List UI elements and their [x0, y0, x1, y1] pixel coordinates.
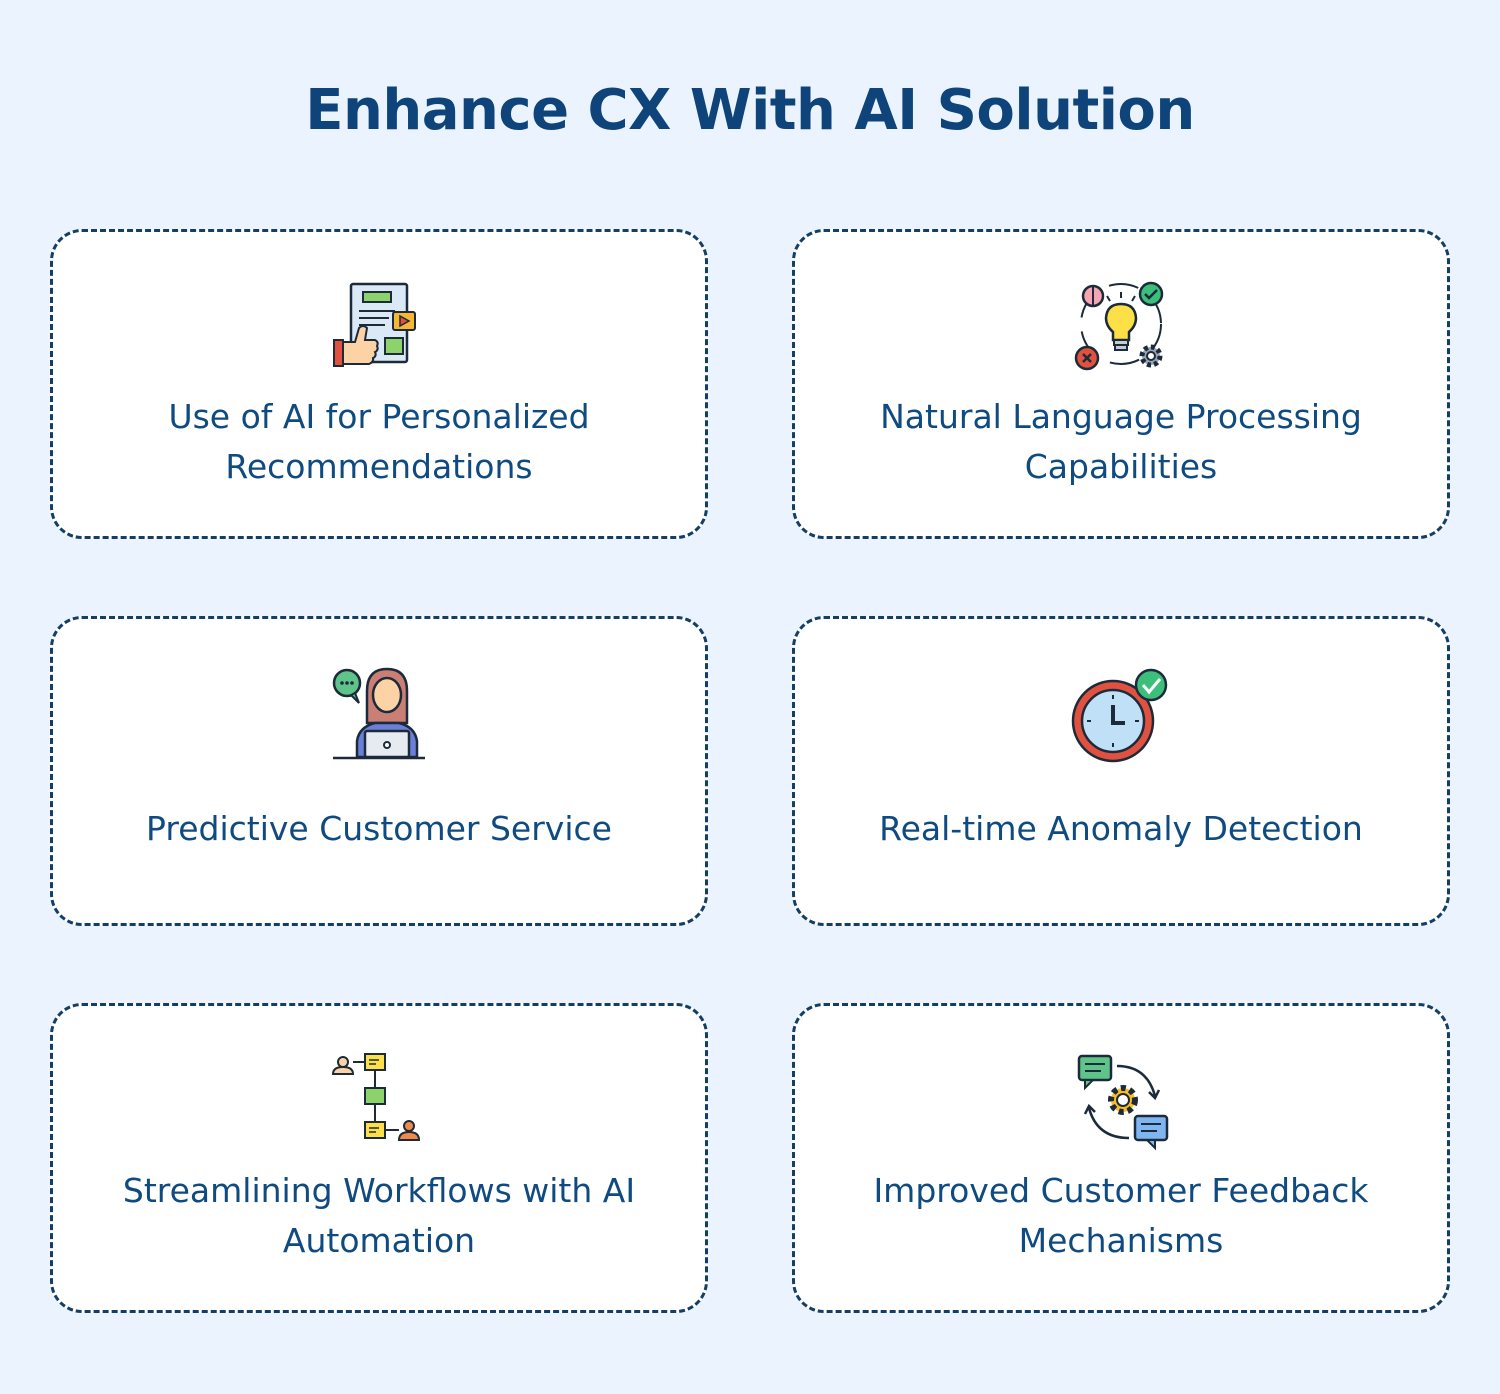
card-label: Improved Customer Feedback Mechanisms [873, 1171, 1369, 1260]
card-label: Natural Language Processing Capabilities [880, 397, 1362, 486]
card-predictive-service: Predictive Customer Service [50, 616, 708, 926]
card-label: Real-time Anomaly Detection [879, 809, 1363, 848]
support-agent-icon [329, 665, 429, 765]
card-workflow-automation: Streamlining Workflows with AI Automatio… [50, 1003, 708, 1313]
card-label: Predictive Customer Service [146, 809, 612, 848]
page-title: Enhance CX With AI Solution [305, 78, 1195, 143]
idea-lightbulb-icon [1071, 278, 1171, 378]
card-feedback-mechanisms: Improved Customer Feedback Mechanisms [792, 1003, 1450, 1313]
clock-check-icon [1071, 665, 1171, 765]
card-anomaly-detection: Real-time Anomaly Detection [792, 616, 1450, 926]
card-personalized-recommendations: Use of AI for Personalized Recommendatio… [50, 229, 708, 539]
recommendation-thumbs-up-icon [329, 278, 429, 378]
card-label: Use of AI for Personalized Recommendatio… [168, 397, 590, 486]
card-label: Streamlining Workflows with AI Automatio… [122, 1171, 636, 1260]
feedback-cycle-icon [1071, 1052, 1171, 1152]
card-nlp-capabilities: Natural Language Processing Capabilities [792, 229, 1450, 539]
workflow-icon [329, 1052, 429, 1152]
